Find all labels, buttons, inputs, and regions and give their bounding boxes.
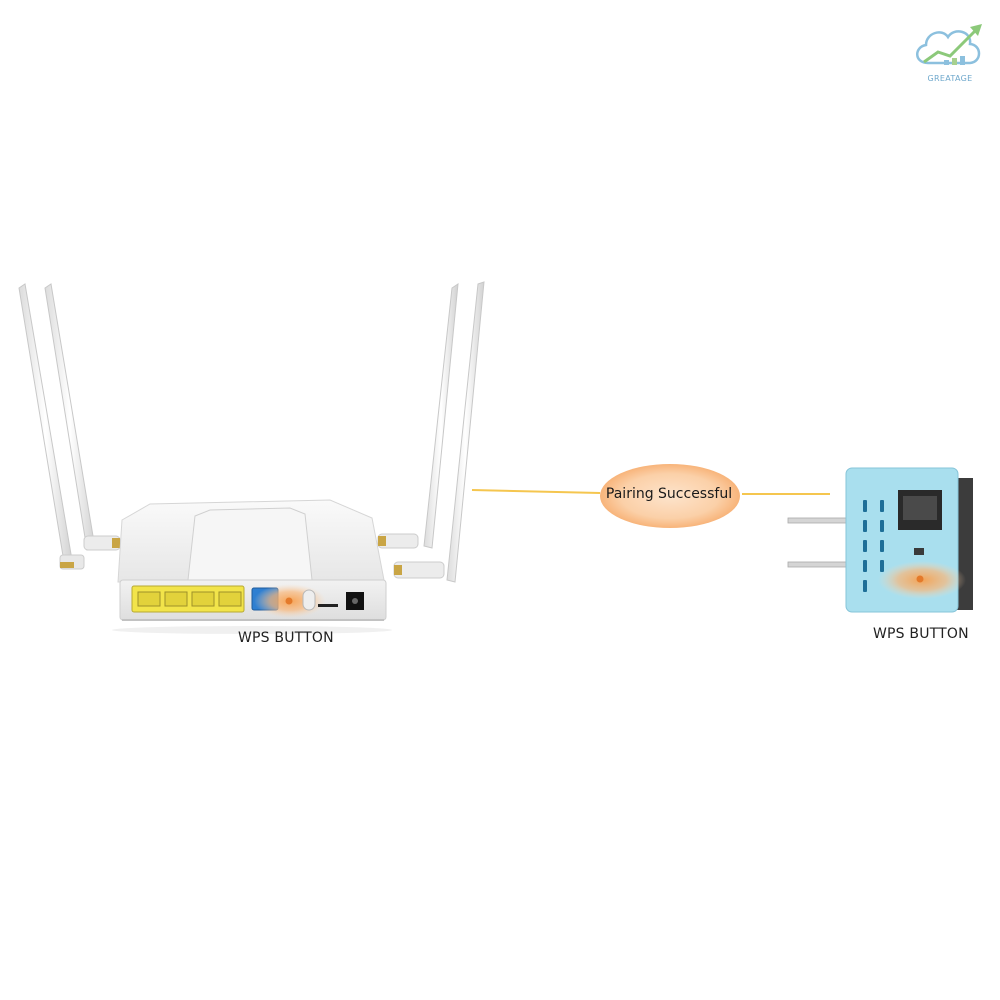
router-lan-ports [131,585,245,613]
connection-line [471,489,830,495]
extender-device [787,467,973,613]
extender-vents [863,500,884,592]
router-device [18,281,485,634]
brand-name: GREATAGE [927,74,973,83]
extender-wps-button [916,575,924,583]
router-antenna [377,282,459,549]
pairing-status-text: Pairing Successful [605,486,733,502]
router-wps-button [285,597,293,605]
router-wps-label: WPS BUTTON [238,630,334,646]
pairing-status-bubble [600,464,740,528]
extender-wps-label: WPS BUTTON [873,626,969,642]
extender-led [914,548,924,555]
router-antenna [18,283,85,570]
router-antenna [44,283,121,551]
router-antenna [393,281,485,583]
cloud-chart-logo-icon [916,24,982,65]
extender-ethernet-port [898,490,942,530]
